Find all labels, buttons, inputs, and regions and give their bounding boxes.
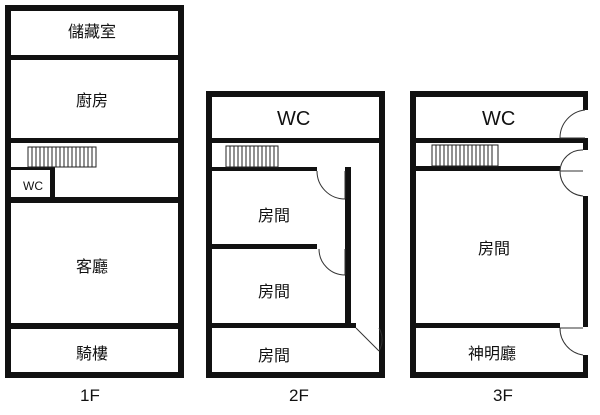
door-swing (559, 327, 584, 356)
wall (5, 167, 55, 170)
door-swing (355, 327, 383, 352)
wall (583, 91, 588, 110)
wall (410, 372, 588, 378)
wall (5, 372, 184, 378)
room-label-shrine: 神明廳 (468, 344, 516, 363)
door-swing (316, 170, 346, 200)
wall (206, 372, 385, 378)
floor-2f: WC 房間 房間 房間 2F (206, 91, 385, 405)
stairs (225, 145, 279, 168)
wall (50, 167, 55, 199)
wall (410, 91, 588, 97)
wall (206, 244, 317, 249)
wall (5, 197, 184, 203)
room-label-storage: 儲藏室 (68, 22, 116, 41)
room-label-arcade: 騎樓 (76, 344, 108, 363)
floor-label: 3F (493, 386, 513, 405)
floor-1f: 儲藏室 廚房 WC 客廳 騎樓 1F (5, 5, 184, 405)
door-swing (559, 109, 586, 139)
room-label-room-lower: 房間 (258, 346, 290, 365)
wall (206, 138, 385, 143)
wall (583, 355, 588, 378)
wall (206, 91, 385, 97)
room-label-wc: WC (482, 108, 515, 130)
door-swing (559, 149, 584, 197)
wall (5, 323, 184, 329)
wall (410, 323, 560, 328)
wall (379, 91, 385, 378)
wall (583, 138, 588, 150)
room-label-wc: WC (23, 179, 43, 193)
wall (178, 5, 184, 378)
wall (410, 138, 588, 143)
room-label-room-upper: 房間 (258, 206, 290, 225)
wall (410, 166, 560, 171)
wall (5, 55, 184, 60)
wall (206, 167, 317, 171)
floor-label: 1F (80, 386, 100, 405)
stairs (27, 146, 97, 168)
floor-label: 2F (289, 386, 309, 405)
room-label-room: 房間 (478, 239, 510, 258)
stairs (431, 144, 499, 167)
wall (5, 5, 184, 11)
door-swing (318, 248, 346, 276)
room-label-living: 客廳 (76, 257, 108, 276)
room-label-wc: WC (277, 108, 310, 130)
room-label-kitchen: 廚房 (76, 91, 108, 110)
wall (345, 244, 351, 249)
wall (5, 5, 11, 378)
wall (206, 91, 212, 378)
wall (206, 323, 356, 328)
floor-3f: WC 房間 神明廳 3F (410, 91, 588, 405)
wall (5, 138, 184, 143)
wall (583, 196, 588, 327)
wall (410, 91, 416, 378)
room-label-room-middle: 房間 (258, 282, 290, 301)
